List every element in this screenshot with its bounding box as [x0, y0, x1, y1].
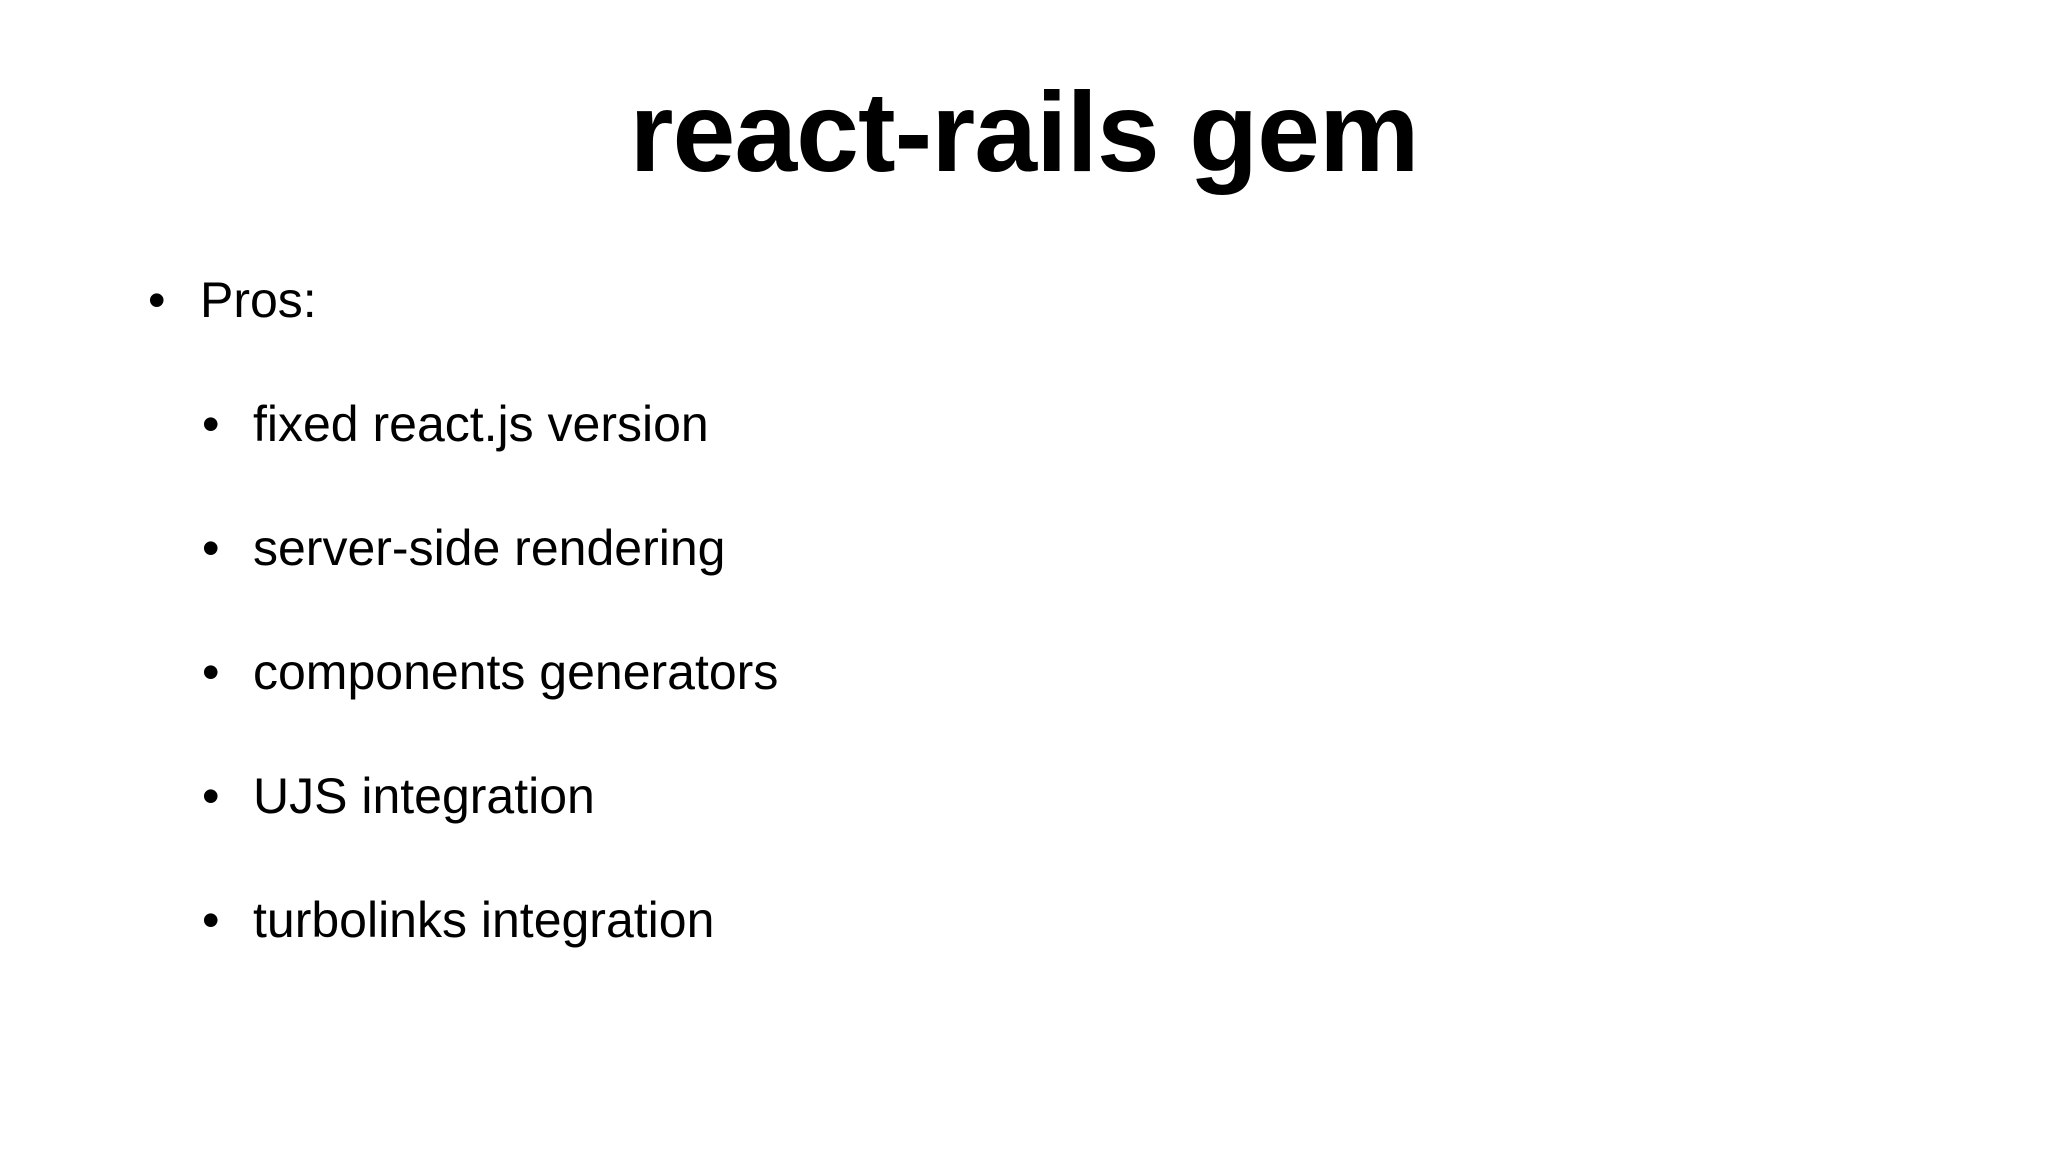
bullet-icon: •: [202, 644, 220, 700]
bullet-icon: •: [202, 520, 220, 576]
list-item: • server-side rendering: [0, 523, 2048, 585]
list-item-label: server-side rendering: [253, 520, 726, 576]
list-item: • turbolinks integration: [0, 895, 2048, 957]
bullet-icon: •: [202, 768, 220, 824]
bullet-icon: •: [202, 396, 220, 452]
bullet-icon: •: [202, 892, 220, 948]
slide-title: react-rails gem: [629, 69, 1420, 195]
list-item: • components generators: [0, 647, 2048, 709]
list-item-pros: • Pros:: [0, 275, 2048, 337]
list-item-label: UJS integration: [253, 768, 595, 824]
list-item-label: fixed react.js version: [253, 396, 709, 452]
list-item: • UJS integration: [0, 771, 2048, 833]
list-item-label: turbolinks integration: [253, 892, 715, 948]
list-item-label: components generators: [253, 644, 779, 700]
list-item: • fixed react.js version: [0, 399, 2048, 461]
bullet-icon: •: [148, 272, 166, 328]
list-item-label: Pros:: [200, 272, 317, 328]
